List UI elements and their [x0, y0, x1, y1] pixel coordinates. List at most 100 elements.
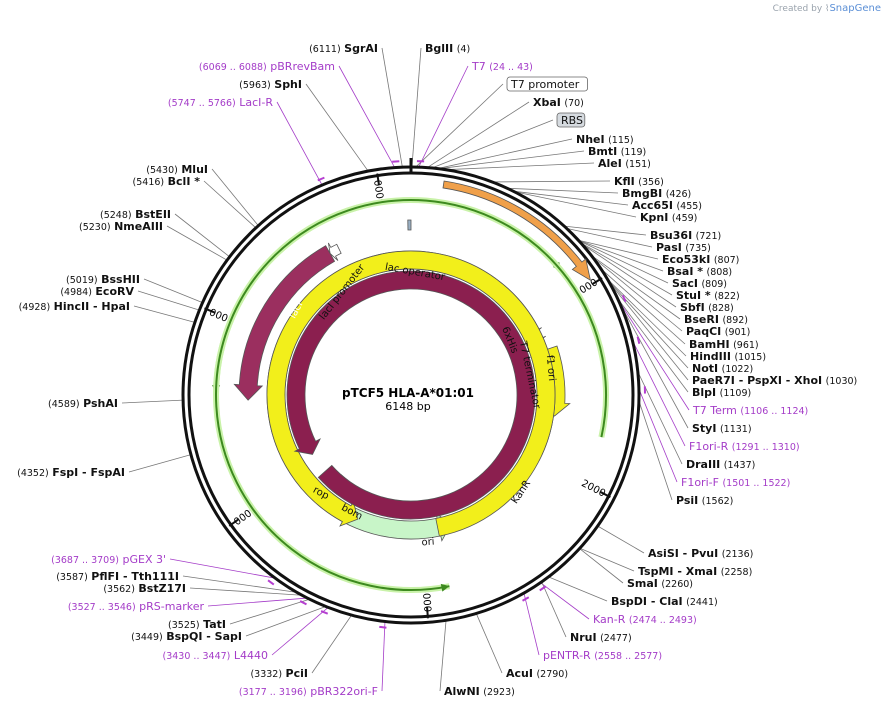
enzyme-site-bspqi-sapi[interactable]: (3449) BspQI - SapI — [131, 630, 242, 643]
primer-pgex-3[interactable]: (3687 .. 3709) pGEX 3' — [51, 553, 166, 566]
enzyme-site-sbfi[interactable]: SbfI (828) — [680, 301, 734, 314]
svg-text:(6111) SgrAI: (6111) SgrAI — [309, 42, 378, 55]
enzyme-site-kpni[interactable]: KpnI (459) — [640, 211, 697, 224]
svg-text:Bsu36I (721): Bsu36I (721) — [650, 229, 721, 242]
enzyme-site-alei[interactable]: AleI (151) — [598, 157, 651, 170]
enzyme-site-psii[interactable]: PsiI (1562) — [676, 494, 733, 507]
enzyme-site-alwni[interactable]: AlwNI (2923) — [444, 685, 515, 698]
enzyme-site-bsshii[interactable]: (5019) BssHII — [66, 273, 140, 286]
enzyme-site-pflfi-tth111i[interactable]: (3587) PflFI - Tth111I — [56, 570, 179, 583]
enzyme-site-bstz17i[interactable]: (3562) BstZ17I — [103, 582, 186, 595]
enzyme-position: (455) — [676, 201, 702, 212]
enzyme-site-bspdi-clai[interactable]: BspDI - ClaI (2441) — [611, 595, 718, 608]
enzyme-position: (892) — [722, 315, 748, 326]
feature-lac-operator[interactable] — [407, 219, 412, 231]
leader-line — [128, 454, 192, 473]
enzyme-site-nmeaiii[interactable]: (5230) NmeAIII — [79, 220, 163, 233]
enzyme-site-fspi-fspai[interactable]: (4352) FspI - FspAI — [17, 466, 125, 479]
primer-pbr322ori-f[interactable]: (3177 .. 3196) pBR322ori-F — [239, 685, 378, 698]
enzyme-position: (5430) — [146, 165, 178, 176]
enzyme-site-pcii[interactable]: (3332) PciI — [250, 667, 308, 680]
enzyme-site-paer7i-pspxi-xhoi[interactable]: PaeR7I - PspXI - XhoI (1030) — [692, 374, 857, 387]
enzyme-site-kfli[interactable]: KflI (356) — [614, 175, 664, 188]
enzyme-site-pshai[interactable]: (4589) PshAI — [48, 397, 118, 410]
primer-t7[interactable]: T7 (24 .. 43) — [471, 60, 533, 73]
feature-ori[interactable] — [266, 250, 556, 537]
enzyme-site-mlui[interactable]: (5430) MluI — [146, 163, 208, 176]
enzyme-position: (119) — [621, 147, 647, 158]
enzyme-position: (5019) — [66, 275, 98, 286]
svg-text:(4352) FspI - FspAI: (4352) FspI - FspAI — [17, 466, 125, 479]
enzyme-site-noti[interactable]: NotI (1022) — [692, 362, 753, 375]
feature-laci[interactable] — [233, 245, 336, 401]
svg-text:KflI (356): KflI (356) — [614, 175, 664, 188]
leader-line — [427, 101, 530, 168]
enzyme-site-paqci[interactable]: PaqCI (901) — [686, 325, 750, 338]
leader-line — [182, 575, 297, 593]
leader-line — [617, 299, 690, 411]
enzyme-site-pasi[interactable]: PasI (735) — [656, 241, 711, 254]
enzyme-site-styi[interactable]: StyI (1131) — [692, 422, 752, 435]
feature-tag-rbs[interactable]: RBS — [556, 112, 586, 128]
primer-binding-tick — [539, 585, 547, 592]
primer-t7-term[interactable]: T7 Term (1106 .. 1124) — [692, 404, 808, 417]
enzyme-name: BmgBI — [622, 187, 662, 200]
enzyme-site-sgrai[interactable]: (6111) SgrAI — [309, 42, 378, 55]
primer-kan-r[interactable]: Kan-R (2474 .. 2493) — [593, 613, 697, 626]
enzyme-site-eco53ki[interactable]: Eco53kI (807) — [662, 253, 739, 266]
enzyme-site-hincii-hpai[interactable]: (4928) HincII - HpaI — [19, 300, 130, 313]
feature-t7-primer-site[interactable] — [442, 180, 591, 282]
enzyme-site-saci[interactable]: SacI (809) — [672, 277, 727, 290]
feature-tag-t7-promoter[interactable]: T7 promoter — [506, 76, 588, 92]
tag-box — [556, 112, 586, 128]
enzyme-site-acc65i[interactable]: Acc65I (455) — [632, 199, 702, 212]
enzyme-site-bsteii[interactable]: (5248) BstEII — [100, 208, 171, 221]
enzyme-site-bsai[interactable]: BsaI * (808) — [667, 265, 732, 278]
enzyme-site-stui[interactable]: StuI * (822) — [676, 289, 740, 302]
enzyme-site-acui[interactable]: AcuI (2790) — [506, 667, 568, 680]
bp-tick-label: 2000 — [579, 478, 607, 499]
enzyme-site-asisi-pvui[interactable]: AsiSI - PvuI (2136) — [648, 547, 753, 560]
enzyme-site-tati[interactable]: (3525) TatI — [168, 618, 226, 631]
tag-label: RBS — [561, 114, 583, 127]
feature-laci-promoter[interactable] — [328, 242, 342, 261]
bp-tick — [600, 491, 611, 498]
enzyme-site-bglii[interactable]: BglII (4) — [425, 42, 470, 55]
enzyme-site-nrui[interactable]: NruI (2477) — [570, 631, 632, 644]
enzyme-site-bmti[interactable]: BmtI (119) — [588, 145, 646, 158]
enzyme-site-bsu36i[interactable]: Bsu36I (721) — [650, 229, 721, 242]
enzyme-site-blpi[interactable]: BlpI (1109) — [692, 386, 751, 399]
primer-prs-marker[interactable]: (3527 .. 3546) pRS-marker — [68, 600, 205, 613]
enzyme-site-bcli[interactable]: (5416) BclI * — [133, 175, 201, 188]
enzyme-name: TatI — [203, 618, 226, 631]
primer-pentr-r[interactable]: pENTR-R (2558 .. 2577) — [543, 649, 662, 662]
svg-text:Kan-R (2474 .. 2493): Kan-R (2474 .. 2493) — [593, 613, 697, 626]
enzyme-site-bseri[interactable]: BseRI (892) — [684, 313, 748, 326]
primer-f1ori-f[interactable]: F1ori-F (1501 .. 1522) — [681, 476, 790, 489]
enzyme-site-bmgbi[interactable]: BmgBI (426) — [622, 187, 691, 200]
primer-pbrrevbam[interactable]: (6069 .. 6088) pBRrevBam — [199, 60, 335, 73]
enzyme-name: BssHII — [101, 273, 140, 286]
feature-rop[interactable] — [286, 270, 536, 520]
enzyme-site-xbai[interactable]: XbaI (70) — [533, 96, 584, 109]
plasmid-name: pTCF5 HLA-A*01:01 — [342, 386, 474, 400]
primer-laci-r[interactable]: (5747 .. 5766) LacI-R — [168, 96, 273, 109]
primer-l4440[interactable]: (3430 .. 3447) L4440 — [163, 649, 268, 662]
enzyme-site-tspmi-xmai[interactable]: TspMI - XmaI (2258) — [638, 565, 752, 578]
enzyme-name: NheI — [576, 133, 605, 146]
primer-f1ori-r[interactable]: F1ori-R (1291 .. 1310) — [689, 440, 800, 453]
enzyme-name: AlwNI — [444, 685, 480, 698]
leader-line — [415, 83, 504, 168]
enzyme-name: SmaI — [627, 577, 658, 590]
enzyme-site-hindiii[interactable]: HindIII (1015) — [690, 350, 766, 363]
enzyme-position: (5248) — [100, 210, 132, 221]
enzyme-site-ecorv[interactable]: (4984) EcoRV — [60, 285, 134, 298]
svg-text:PsiI (1562): PsiI (1562) — [676, 494, 733, 507]
svg-text:BglII (4): BglII (4) — [425, 42, 470, 55]
plasmid-length: 6148 bp — [385, 400, 430, 413]
enzyme-site-bamhi[interactable]: BamHI (961) — [689, 338, 759, 351]
enzyme-site-nhei[interactable]: NheI (115) — [576, 133, 634, 146]
enzyme-site-sphi[interactable]: (5963) SphI — [239, 78, 302, 91]
enzyme-site-draiii[interactable]: DraIII (1437) — [686, 458, 755, 471]
enzyme-site-smai[interactable]: SmaI (2260) — [627, 577, 693, 590]
